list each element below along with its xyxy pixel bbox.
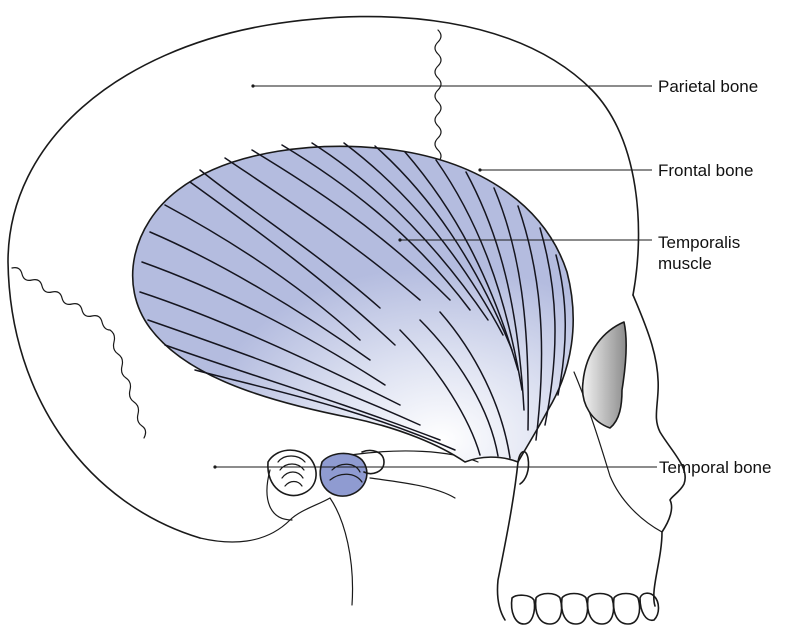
face-outline [633, 295, 685, 606]
label-temporalis-muscle: Temporalis muscle [658, 232, 740, 274]
label-parietal-bone: Parietal bone [658, 76, 758, 97]
styloid-process [330, 498, 353, 605]
label-frontal-bone: Frontal bone [658, 160, 753, 181]
teeth [512, 593, 659, 624]
ear-canal [267, 450, 316, 520]
mastoid-process [200, 498, 330, 542]
label-temporalis-line2: muscle [658, 253, 740, 274]
lambdoid-suture [12, 268, 146, 438]
label-temporal-bone: Temporal bone [659, 457, 771, 478]
zygomatic-lower [370, 478, 455, 498]
label-temporalis-line1: Temporalis [658, 232, 740, 253]
coronoid-process [518, 452, 529, 484]
orbit-outline [583, 322, 627, 428]
